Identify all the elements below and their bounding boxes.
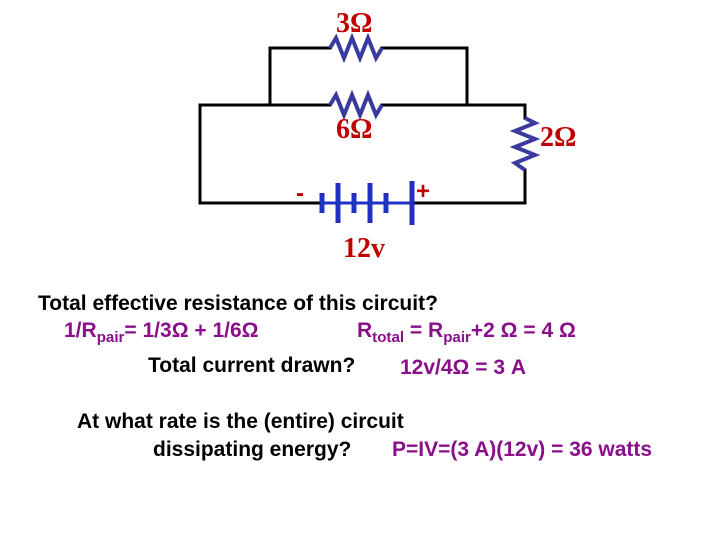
total-subscript: total bbox=[372, 328, 405, 346]
answer-pair-resistance: 1/Rpair= 1/3Ω + 1/6Ω bbox=[64, 319, 259, 346]
answer-power: P=IV=(3 A)(12v) = 36 watts bbox=[392, 438, 653, 461]
question-effective-resistance: Total effective resistance of this circu… bbox=[38, 292, 438, 315]
question-energy-rate-line1: At what rate is the (entire) circuit bbox=[77, 410, 404, 433]
pair-prefix: 1/R bbox=[64, 319, 97, 342]
total-mid: = R bbox=[404, 319, 444, 342]
battery-plus-label: + bbox=[416, 178, 431, 205]
total-rest: +2 Ω = 4 Ω bbox=[470, 319, 576, 342]
resistor-6-ohm-label: 6Ω bbox=[336, 114, 373, 145]
pair-subscript: pair bbox=[96, 328, 125, 346]
question-total-current: Total current drawn? bbox=[148, 354, 356, 377]
total-prefix: R bbox=[357, 319, 373, 342]
total-subscript-pair: pair bbox=[443, 328, 471, 346]
answer-total-current: 12v/4Ω = 3 A bbox=[400, 356, 526, 379]
question-energy-rate-line2: dissipating energy? bbox=[153, 438, 352, 461]
wire-middle-branch bbox=[198, 103, 527, 120]
battery-minus-label: - bbox=[296, 180, 304, 207]
pair-rest: = 1/3Ω + 1/6Ω bbox=[124, 319, 259, 342]
battery bbox=[319, 181, 415, 225]
resistor-6-ohm bbox=[328, 89, 384, 121]
battery-voltage-label: 12v bbox=[343, 233, 385, 264]
resistor-2-ohm-label: 2Ω bbox=[540, 122, 577, 153]
resistor-3-ohm bbox=[328, 32, 384, 64]
circuit-diagram bbox=[198, 32, 541, 225]
wire-top-branch bbox=[268, 46, 469, 107]
resistors bbox=[328, 32, 541, 172]
answer-total-resistance: Rtotal = Rpair+2 Ω = 4 Ω bbox=[357, 319, 576, 346]
resistor-2-ohm bbox=[509, 116, 541, 172]
resistor-3-ohm-label: 3Ω bbox=[336, 8, 373, 39]
circuit-wires bbox=[198, 46, 527, 205]
wire-loop bbox=[198, 103, 527, 205]
